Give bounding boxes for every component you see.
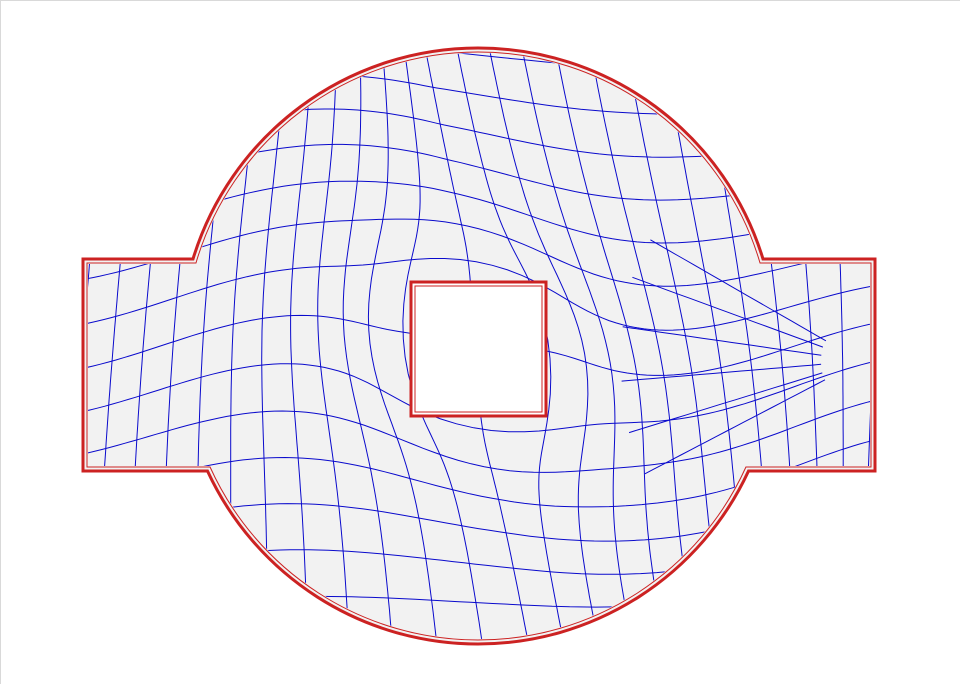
field-line-vertical xyxy=(342,53,397,639)
field-line-vertical xyxy=(367,53,444,639)
domain-boundary-inner xyxy=(86,51,872,641)
domain-region xyxy=(83,48,875,644)
field-line-vertical xyxy=(317,53,353,639)
field-line-horizontal xyxy=(9,647,895,684)
domain-boundary-outer xyxy=(81,46,877,646)
field-line-vertical xyxy=(397,53,491,639)
field-line-vertical xyxy=(448,53,574,639)
field-line-fan xyxy=(621,363,822,382)
field-line-horizontal xyxy=(88,392,870,473)
field-line-horizontal xyxy=(88,258,870,331)
field-line-vertical xyxy=(879,48,921,661)
field-line-vertical xyxy=(481,53,608,639)
field-line-horizontal xyxy=(88,353,870,433)
field-line-fan xyxy=(622,326,822,356)
hole-boundary-outer xyxy=(409,280,548,418)
field-line-fan xyxy=(644,379,826,475)
field-line-fan xyxy=(632,276,824,348)
field-line-fan xyxy=(628,372,823,434)
field-line-horizontal xyxy=(88,53,870,55)
hole-boundary-inner xyxy=(414,285,543,413)
field-line-fan xyxy=(650,239,827,342)
field-line-vertical xyxy=(28,1,81,684)
field-line-vertical xyxy=(514,53,641,639)
